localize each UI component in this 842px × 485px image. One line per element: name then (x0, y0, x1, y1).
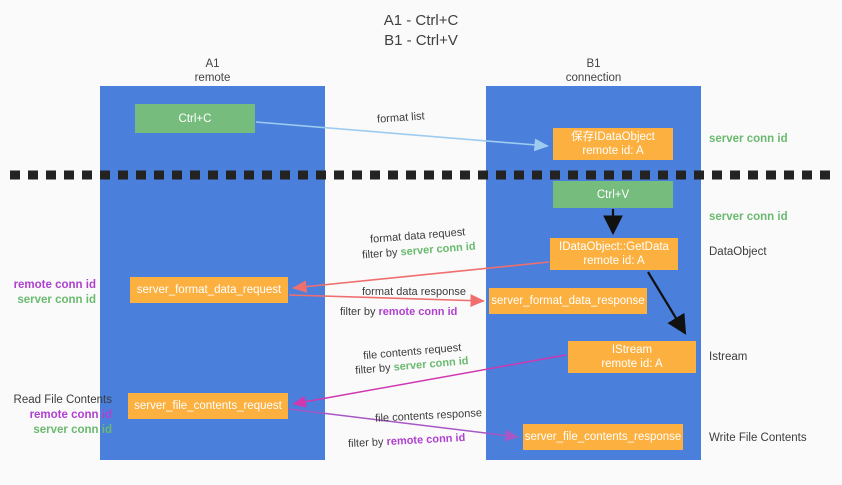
arrow-file-contents-request (292, 354, 567, 408)
node-ctrl-c[interactable]: Ctrl+C (135, 104, 255, 133)
filter-prefix-3: filter by (354, 361, 395, 377)
column-header-b1: B1 connection (486, 57, 701, 85)
node-istream-label: IStream (611, 344, 653, 356)
note-server-conn-id-middle: server conn id (709, 211, 788, 223)
note-conn-ids-format: remote conn id server conn id (8, 278, 96, 308)
node-server-format-data-request[interactable]: server_format_data_request (130, 277, 288, 303)
node-server-format-data-request-label: server_format_data_request (136, 284, 282, 296)
column-header-a1: A1 remote (100, 57, 325, 85)
column-b1-sub: connection (565, 72, 622, 84)
note-server-conn-id-top: server conn id (709, 133, 788, 145)
arrow-format-data-request (292, 261, 550, 293)
column-a1-sub: remote (194, 72, 231, 84)
title-line-2: B1 - Ctrl+V (384, 32, 458, 49)
title-line-1: A1 - Ctrl+C (383, 12, 459, 29)
node-save-idataobject[interactable]: 保存IDataObject remote id: A (553, 128, 673, 160)
node-ctrl-c-label: Ctrl+C (178, 112, 212, 125)
diagram-title: A1 - Ctrl+C B1 - Ctrl+V (0, 11, 842, 51)
node-server-format-data-response-label: server_format_data_response (491, 295, 645, 307)
note-conn-ids-file: Read File Contents remote conn id server… (8, 393, 112, 438)
note-server-conn-id-1: server conn id (17, 294, 96, 306)
filter-prefix-2: filter by (340, 306, 379, 318)
node-server-format-data-response[interactable]: server_format_data_response (489, 288, 647, 314)
node-server-file-contents-request[interactable]: server_file_contents_request (128, 393, 288, 419)
node-save-idataobject-label: 保存IDataObject (571, 131, 655, 143)
node-ctrl-v-label: Ctrl+V (596, 188, 630, 201)
note-istream: Istream (709, 351, 748, 363)
node-idataobject-getdata-remote-id: remote id: A (583, 255, 645, 267)
filter-prefix-1: filter by (361, 246, 402, 262)
node-istream-remote-id: remote id: A (601, 358, 663, 370)
note-server-conn-id-2: server conn id (33, 424, 112, 436)
edge-label-format-data-response: format data response (362, 286, 466, 298)
node-idataobject-getdata[interactable]: IDataObject::GetData remote id: A (550, 238, 678, 270)
note-remote-conn-id-2: remote conn id (29, 409, 112, 421)
note-dataobject: DataObject (709, 246, 767, 258)
node-save-idataobject-remote-id: remote id: A (582, 145, 644, 157)
arrow-format-data-response (288, 294, 485, 307)
node-server-file-contents-request-label: server_file_contents_request (134, 400, 282, 412)
column-b1-name: B1 (586, 58, 601, 70)
column-a1-name: A1 (205, 58, 220, 70)
node-server-file-contents-response-label: server_file_contents_response (524, 431, 682, 443)
arrow-format-list (255, 121, 549, 152)
edge-label-format-data-response-filter: filter by remote conn id (340, 305, 457, 319)
filter-key-remote-conn-id-1: remote conn id (378, 306, 458, 318)
arrow-file-contents-response (288, 408, 519, 442)
node-istream[interactable]: IStream remote id: A (568, 341, 696, 373)
arrow-getdata-to-istream (647, 271, 687, 335)
note-write-file-contents: Write File Contents (709, 432, 807, 444)
node-server-file-contents-response[interactable]: server_file_contents_response (523, 424, 683, 450)
node-ctrl-v[interactable]: Ctrl+V (553, 181, 673, 208)
note-remote-conn-id-1: remote conn id (13, 279, 96, 291)
node-idataobject-getdata-label: IDataObject::GetData (559, 241, 669, 253)
filter-prefix-4: filter by (347, 436, 387, 451)
note-read-file-contents: Read File Contents (13, 394, 112, 406)
